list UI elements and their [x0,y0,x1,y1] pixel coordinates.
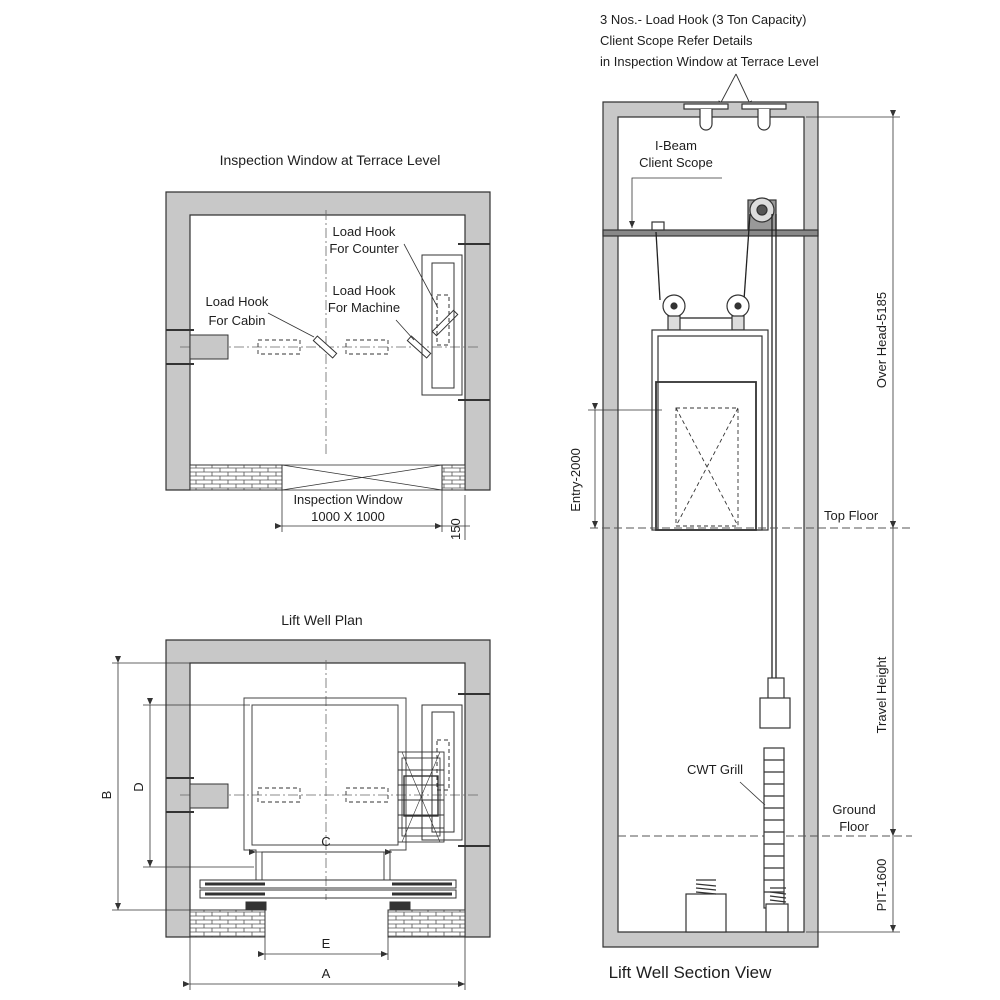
dim-c-label: C [321,834,330,849]
lift-plan-dashed-rails [257,787,389,803]
counterweight-box [421,243,490,401]
overhead-label: Over Head-5185 [874,292,889,388]
inspection-brick-right [441,464,466,491]
dim-150-label: 150 [448,518,463,540]
ibeam-leader [629,177,722,228]
lift-plan-brick-right [387,909,466,938]
dim-e-label: E [322,936,331,951]
section-dimensions [588,110,900,933]
inspection-window-opening [281,464,443,491]
ground-floor-label-line1: Ground [832,802,875,817]
inspection-window-label-line1: Inspection Window [293,492,403,507]
inspection-window-dimension [275,490,470,540]
leader-cabin [267,312,315,338]
lift-plan-dimensions [112,656,466,990]
section-view-title: Lift Well Section View [609,963,773,982]
section-cabin [651,329,769,531]
cabin-hook-bracket [166,329,229,365]
section-load-hooks [683,103,787,131]
i-beam [602,221,819,237]
pit-label: PIT-1600 [874,859,889,912]
lift-plan-machine [397,751,445,843]
lift-plan-center-lines [180,660,480,900]
floor-lines [590,527,912,837]
section-counterweight [759,677,791,909]
dim-a-label: A [322,966,331,981]
car-pulleys [662,294,750,331]
dim-d-label: D [131,782,146,791]
lift-well-plan-title: Lift Well Plan [281,612,362,628]
load-hook-counter-line1: Load Hook [333,224,396,239]
inspection-window-plan: Inspection Window at Terrace Level [165,152,491,540]
load-hook-machine-line2: For Machine [328,300,400,315]
ibeam-label-line2: Client Scope [639,155,713,170]
load-hook-cabin-line2: For Cabin [208,313,265,328]
cwt-grill-leader [739,781,766,806]
load-hook-counter-line2: For Counter [329,241,399,256]
entry-label: Entry-2000 [568,448,583,512]
inspection-plan-wall [165,191,491,491]
leader-counter [403,243,439,309]
section-shaft-wall [602,101,819,948]
dim-b-label: B [99,791,114,800]
cwt-grill-label: CWT Grill [687,762,743,777]
leader-machine [395,319,415,341]
lift-well-plan: Lift Well Plan [99,612,491,990]
lift-plan-wall [165,639,491,938]
load-hook-marks [312,309,459,359]
ibeam-label-line1: I-Beam [655,138,697,153]
lift-plan-brick-left [189,909,266,938]
hook-note-line2: Client Scope Refer Details [600,33,753,48]
ground-floor-label-line2: Floor [839,819,869,834]
inspection-dashed-rails [257,339,389,355]
ropes [655,213,777,680]
lift-plan-cabin-bracket [166,777,229,813]
load-hook-machine-line1: Load Hook [333,283,396,298]
machine-sheave [747,197,777,231]
load-hook-cabin-line1: Load Hook [206,294,269,309]
inspection-brick-left [189,464,283,491]
inspection-window-label-line2: 1000 X 1000 [311,509,385,524]
lift-plan-counterweight [421,693,490,847]
pit-buffers [685,879,789,933]
door-sill [199,879,457,911]
hook-note-line1: 3 Nos.- Load Hook (3 Ton Capacity) [600,12,806,27]
top-floor-label: Top Floor [824,508,879,523]
hook-note-line3: in Inspection Window at Terrace Level [600,54,819,69]
cabin-outline [243,697,407,881]
travel-height-label: Travel Height [874,656,889,733]
lift-well-section: 3 Nos.- Load Hook (3 Ton Capacity) Clien… [568,12,912,982]
inspection-plan-title: Inspection Window at Terrace Level [220,152,441,168]
